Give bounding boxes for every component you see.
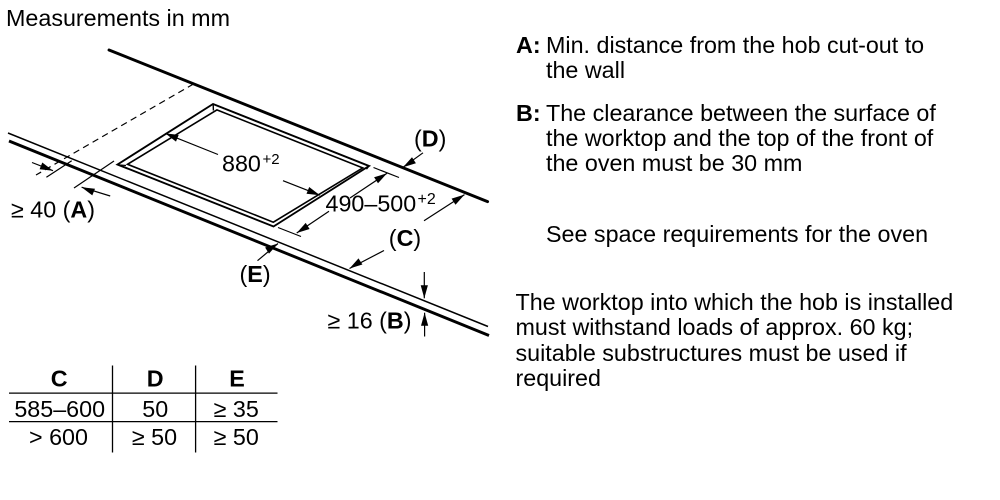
svg-text:C: C [51, 366, 68, 392]
svg-text:≥ 50: ≥ 50 [132, 424, 177, 450]
svg-text:E: E [229, 366, 245, 392]
svg-text:D: D [147, 366, 164, 392]
svg-text:≥ 16 (B): ≥ 16 (B) [328, 308, 412, 334]
svg-text:50: 50 [142, 396, 168, 422]
svg-text:≥ 50: ≥ 50 [214, 424, 259, 450]
svg-text:+2: +2 [418, 191, 436, 208]
svg-text:(D): (D) [414, 126, 446, 152]
svg-text:490–500: 490–500 [326, 191, 417, 217]
svg-text:+2: +2 [263, 151, 280, 168]
svg-text:≥ 35: ≥ 35 [214, 396, 259, 422]
svg-text:585–600: 585–600 [14, 396, 105, 422]
svg-text:> 600: > 600 [29, 424, 88, 450]
svg-text:≥ 40 (A): ≥ 40 (A) [11, 197, 95, 223]
svg-text:(C): (C) [389, 225, 421, 251]
svg-text:(E): (E) [240, 261, 271, 287]
svg-text:880: 880 [222, 150, 261, 176]
